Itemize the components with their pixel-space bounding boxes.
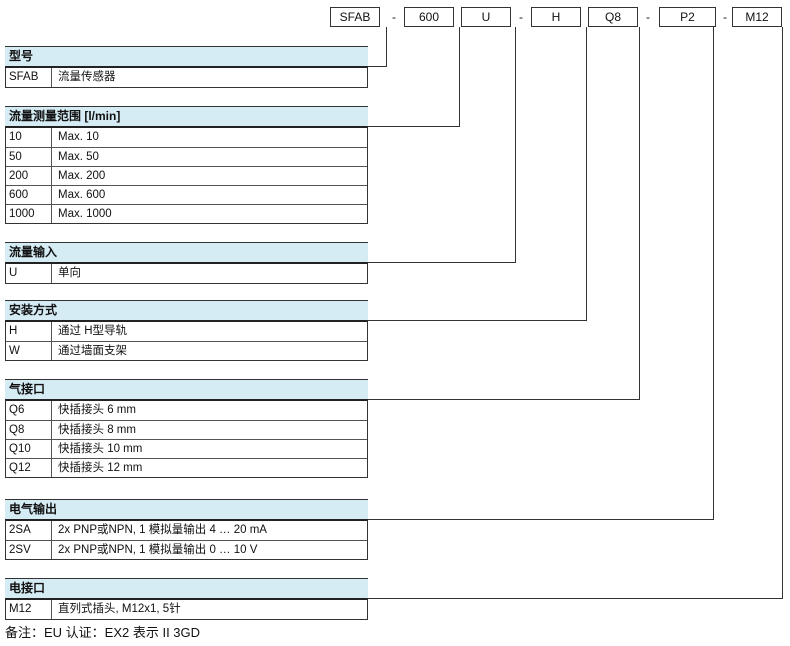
code-separator: - [519,10,523,24]
code-box-model: SFAB [330,7,380,27]
code-box-flow-input: U [461,7,511,27]
section-title: 型号 [5,46,368,66]
section-title: 安装方式 [5,300,368,320]
connector-flow-range [368,27,460,127]
code-box-electrical-output: P2 [659,7,716,27]
section-title: 流量测量范围 [l/min] [5,106,368,126]
connector-electrical-output [368,27,714,520]
code-separator: - [392,10,396,24]
footnote: 备注：EU 认证：EX2 表示 II 3GD [5,625,201,640]
connector-pneumatic-port [368,27,640,400]
section-title: 气接口 [5,379,368,399]
connector-electrical-connection [368,27,783,599]
code-box-mounting: H [531,7,581,27]
connector-flow-input [368,27,516,263]
section-title: 电气输出 [5,499,368,519]
connector-mounting [368,27,587,321]
section-title: 流量输入 [5,242,368,262]
code-box-pneumatic-port: Q8 [588,7,638,27]
connector-model [368,27,387,67]
code-separator: - [723,10,727,24]
code-separator: - [646,10,650,24]
section-title: 电接口 [5,578,368,598]
code-box-electrical-connection: M12 [732,7,782,27]
code-box-flow-range: 600 [404,7,454,27]
